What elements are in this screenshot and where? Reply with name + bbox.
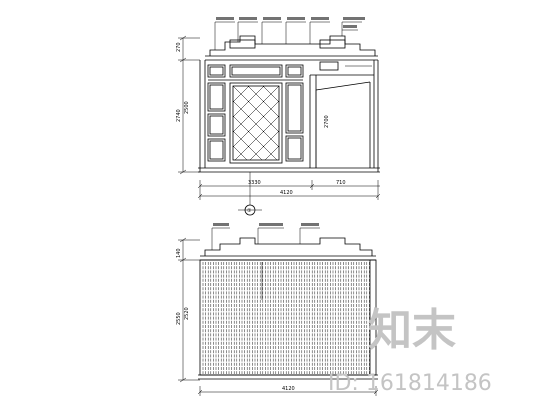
watermark: 知末 ID: 161814186 <box>328 305 492 396</box>
dim-top-height: 270 <box>176 42 182 52</box>
bottom-elevation: 140 2550 2520 4120 <box>176 223 379 396</box>
watermark-id: ID: 161814186 <box>328 371 492 396</box>
dim-wall-height: 2740 <box>176 109 182 122</box>
section-marker: ① <box>238 172 262 216</box>
section-mark-label: ① <box>247 208 252 214</box>
ceiling-cornice <box>205 35 378 61</box>
side-niche <box>309 61 374 168</box>
bottom-callout-leaders <box>211 223 320 250</box>
dim-b-total: 4120 <box>282 386 295 392</box>
dim-inner-height: 2500 <box>184 101 190 114</box>
bottom-dimension-chain: 3330 4120 710 <box>197 180 381 200</box>
bottom-cornice <box>200 237 376 261</box>
striped-wall-panel <box>198 259 378 380</box>
dim-bottom-right: 710 <box>336 180 346 186</box>
bottom-left-dimension-chain: 140 2550 2520 <box>176 237 200 383</box>
left-dimension-chain: 270 2740 2500 2700 <box>176 35 330 175</box>
lattice-door <box>229 82 283 164</box>
dim-b-wall: 2550 <box>176 312 182 325</box>
dim-b-inner: 2520 <box>184 307 190 320</box>
dim-bottom-left: 3330 <box>248 180 261 186</box>
watermark-brand: 知末 <box>368 305 456 356</box>
top-elevation: 270 2740 2500 2700 3330 4120 710 ① <box>176 17 381 216</box>
dim-bottom-total: 4120 <box>280 190 293 196</box>
dim-b-top: 140 <box>176 248 182 258</box>
dim-niche-height: 2700 <box>324 115 330 128</box>
upper-panels <box>207 64 304 81</box>
right-column-panels <box>285 82 304 162</box>
bottom-b-dimension: 4120 <box>197 386 379 396</box>
callout-leaders <box>214 17 365 50</box>
left-column-panels <box>207 82 226 162</box>
wall-outline <box>198 60 380 173</box>
